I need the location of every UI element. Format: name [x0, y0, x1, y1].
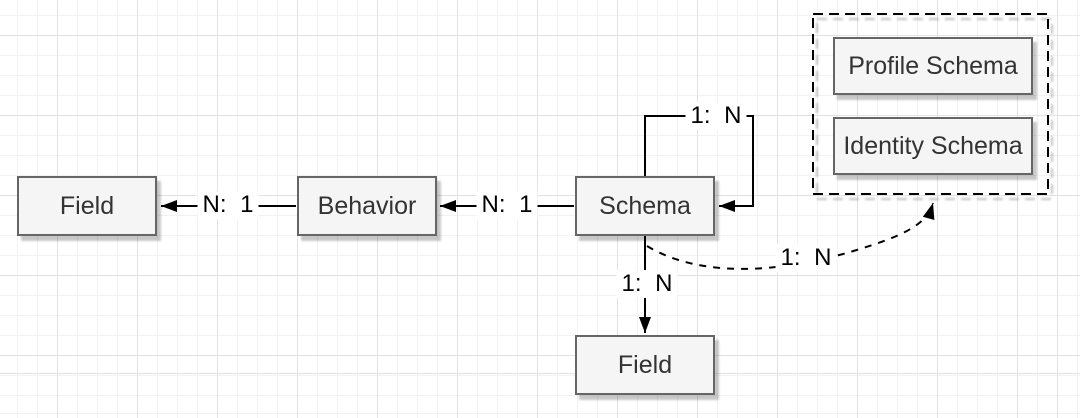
node-identity-schema[interactable]: Identity Schema [833, 117, 1033, 175]
edge-label-schema-behavior: N: 1 [476, 191, 538, 219]
node-label: Profile Schema [848, 51, 1018, 80]
edge-label-behavior-field: N: 1 [197, 191, 259, 219]
node-label: Field [617, 350, 673, 379]
node-label: Identity Schema [843, 131, 1023, 160]
node-schema[interactable]: Schema [575, 176, 715, 236]
node-label: Field [59, 191, 115, 220]
edge-label-schema-group: 1: N [775, 244, 837, 272]
group-schema-types[interactable] [812, 13, 1049, 195]
node-field-left[interactable]: Field [17, 176, 157, 236]
edge-label-schema-self-loop: 1: N [685, 102, 747, 130]
edge-schema-self-loop[interactable] [644, 115, 754, 212]
edge-label-schema-field: 1: N [616, 270, 678, 298]
node-profile-schema[interactable]: Profile Schema [833, 37, 1033, 95]
node-label: Behavior [317, 191, 417, 220]
node-behavior[interactable]: Behavior [297, 176, 437, 236]
node-field-bottom[interactable]: Field [575, 335, 715, 395]
node-label: Schema [599, 191, 691, 220]
